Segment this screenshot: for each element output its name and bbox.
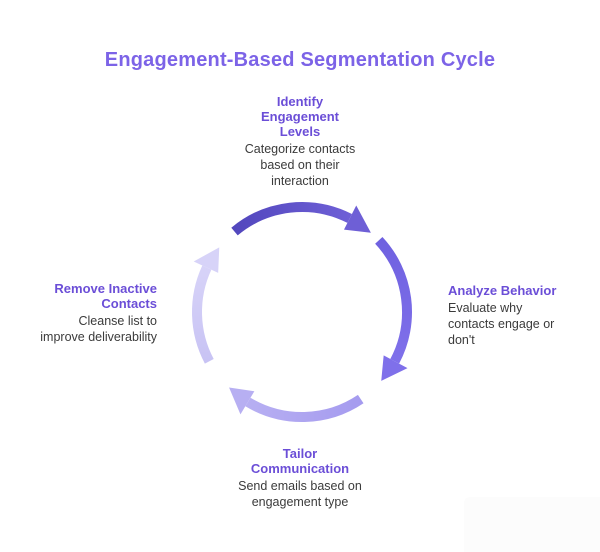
step-description: Categorize contacts based on their inter…	[244, 142, 356, 188]
right-arc	[375, 236, 412, 364]
left-arc-arrowhead	[193, 247, 220, 273]
step-description: Evaluate why contacts engage or don't	[448, 301, 555, 347]
left-arc	[192, 265, 214, 364]
top-arc-arrowhead	[343, 205, 371, 233]
bottom-arc	[245, 394, 364, 422]
watermark-box	[464, 497, 600, 552]
step-description: Send emails based on engagement type	[238, 479, 362, 509]
step-identify-engagement-levels: Identify Engagement Levels Categorize co…	[234, 94, 366, 189]
bottom-arc-arrowhead	[229, 387, 255, 415]
step-heading: Identify Engagement Levels	[260, 94, 339, 139]
step-remove-inactive-contacts: Remove Inactive Contacts Cleanse list to…	[17, 281, 157, 345]
step-heading: Remove Inactive Contacts	[54, 281, 157, 311]
top-arc	[231, 202, 352, 236]
step-heading: Tailor Communication	[250, 446, 350, 476]
step-description: Cleanse list to improve deliverability	[40, 314, 157, 344]
right-arc-arrowhead	[381, 355, 408, 381]
page-title: Engagement-Based Segmentation Cycle	[104, 49, 496, 71]
step-heading: Analyze Behavior	[448, 283, 557, 298]
step-analyze-behavior: Analyze Behavior Evaluate why contacts e…	[448, 283, 580, 348]
step-tailor-communication: Tailor Communication Send emails based o…	[225, 446, 375, 510]
